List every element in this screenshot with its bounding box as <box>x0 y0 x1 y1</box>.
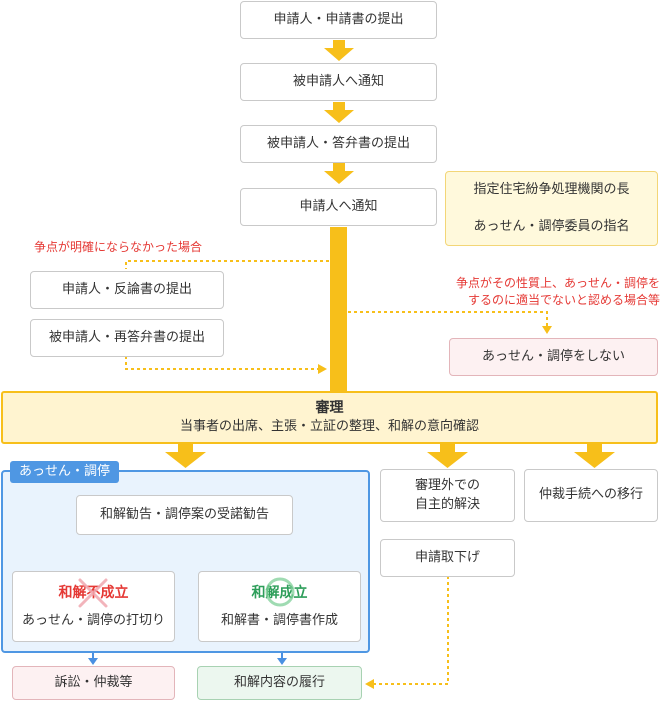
step-label: 被申請人へ通知 <box>292 73 384 89</box>
designation-org: 指定住宅紛争処理機関の長 <box>473 182 630 197</box>
withdraw-box: 申請取下げ <box>380 539 515 577</box>
fail-detail: あっせん・調停の打切り <box>21 613 165 629</box>
arrow-right <box>318 364 327 374</box>
step-submit-application: 申請人・申請書の提出 <box>240 1 437 39</box>
review-subtitle: 当事者の出席、主張・立証の整理、和解の意向確認 <box>179 419 479 435</box>
dotted-branch-unclear <box>125 260 329 269</box>
success-title: 和解成立 <box>251 585 308 601</box>
litigation-label: 訴訟・仲裁等 <box>54 674 133 690</box>
inappropriate-label: 争点がその性質上、あっせん・調停を するのに適当でないと認める場合等 <box>415 275 660 310</box>
main-trunk <box>330 227 347 391</box>
rebuttal-box: 申請人・反論書の提出 <box>30 271 224 309</box>
step-label: 被申請人・答弁書の提出 <box>266 135 410 151</box>
dotted-return-unclear <box>125 356 318 370</box>
arrow-down <box>277 658 287 665</box>
dotted-withdraw-to-execution <box>374 576 449 685</box>
dotted-branch-inappropriate <box>348 311 548 327</box>
outside-line2: 自主的解決 <box>414 496 480 512</box>
designation-appoint: あっせん・調停委員の指名 <box>473 219 630 234</box>
arrow-down <box>324 40 354 61</box>
inappropriate-label-line1: 争点がその性質上、あっせん・調停を <box>455 276 660 290</box>
review-box: 審理 当事者の出席、主張・立証の整理、和解の意向確認 <box>1 391 658 444</box>
withdraw-label: 申請取下げ <box>414 549 480 565</box>
arrow-down <box>574 444 615 468</box>
litigation-box: 訴訟・仲裁等 <box>12 666 175 700</box>
execution-label: 和解内容の履行 <box>233 674 325 690</box>
re-answer-label: 被申請人・再答弁書の提出 <box>48 329 205 345</box>
re-answer-box: 被申請人・再答弁書の提出 <box>30 319 224 357</box>
arrow-down <box>324 163 354 184</box>
success-box: 和解成立 和解書・調停書作成 <box>198 571 361 642</box>
inappropriate-label-line2: するのに適当でないと認める場合等 <box>467 293 660 308</box>
arbitration-label: 仲裁手続への移行 <box>538 487 643 503</box>
mediation-header: あっせん・調停 <box>10 461 120 483</box>
outside-resolution-box: 審理外での 自主的解決 <box>380 469 515 522</box>
step-label: 申請人へ通知 <box>299 198 378 214</box>
step-submit-answer: 被申請人・答弁書の提出 <box>240 125 437 163</box>
arrow-down <box>88 658 98 665</box>
recommend-box: 和解勧告・調停案の受諾勧告 <box>76 495 293 535</box>
no-mediation-box: あっせん・調停をしない <box>449 338 658 376</box>
arrow-down <box>324 102 354 123</box>
arbitration-box: 仲裁手続への移行 <box>524 469 658 522</box>
outside-line1: 審理外での <box>414 478 480 493</box>
success-detail: 和解書・調停書作成 <box>220 613 338 629</box>
step-notify-applicant: 申請人へ通知 <box>240 188 437 226</box>
arrow-down <box>427 444 468 468</box>
review-title: 審理 <box>315 400 344 416</box>
execution-box: 和解内容の履行 <box>197 666 362 700</box>
designation-box: 指定住宅紛争処理機関の長 あっせん・調停委員の指名 <box>445 171 658 246</box>
rebuttal-label: 申請人・反論書の提出 <box>61 281 192 297</box>
unclear-points-label: 争点が明確にならなかった場合 <box>34 240 203 254</box>
recommend-label: 和解勧告・調停案の受諾勧告 <box>99 506 269 522</box>
step-label: 申請人・申請書の提出 <box>273 11 404 27</box>
arrow-down <box>165 444 206 468</box>
no-mediation-label: あっせん・調停をしない <box>481 348 625 364</box>
fail-box: 和解不成立 あっせん・調停の打切り <box>12 571 175 642</box>
arrow-down <box>542 326 552 334</box>
arrow-left <box>365 679 374 689</box>
step-notify-respondent: 被申請人へ通知 <box>240 63 437 101</box>
fail-title: 和解不成立 <box>58 585 129 601</box>
